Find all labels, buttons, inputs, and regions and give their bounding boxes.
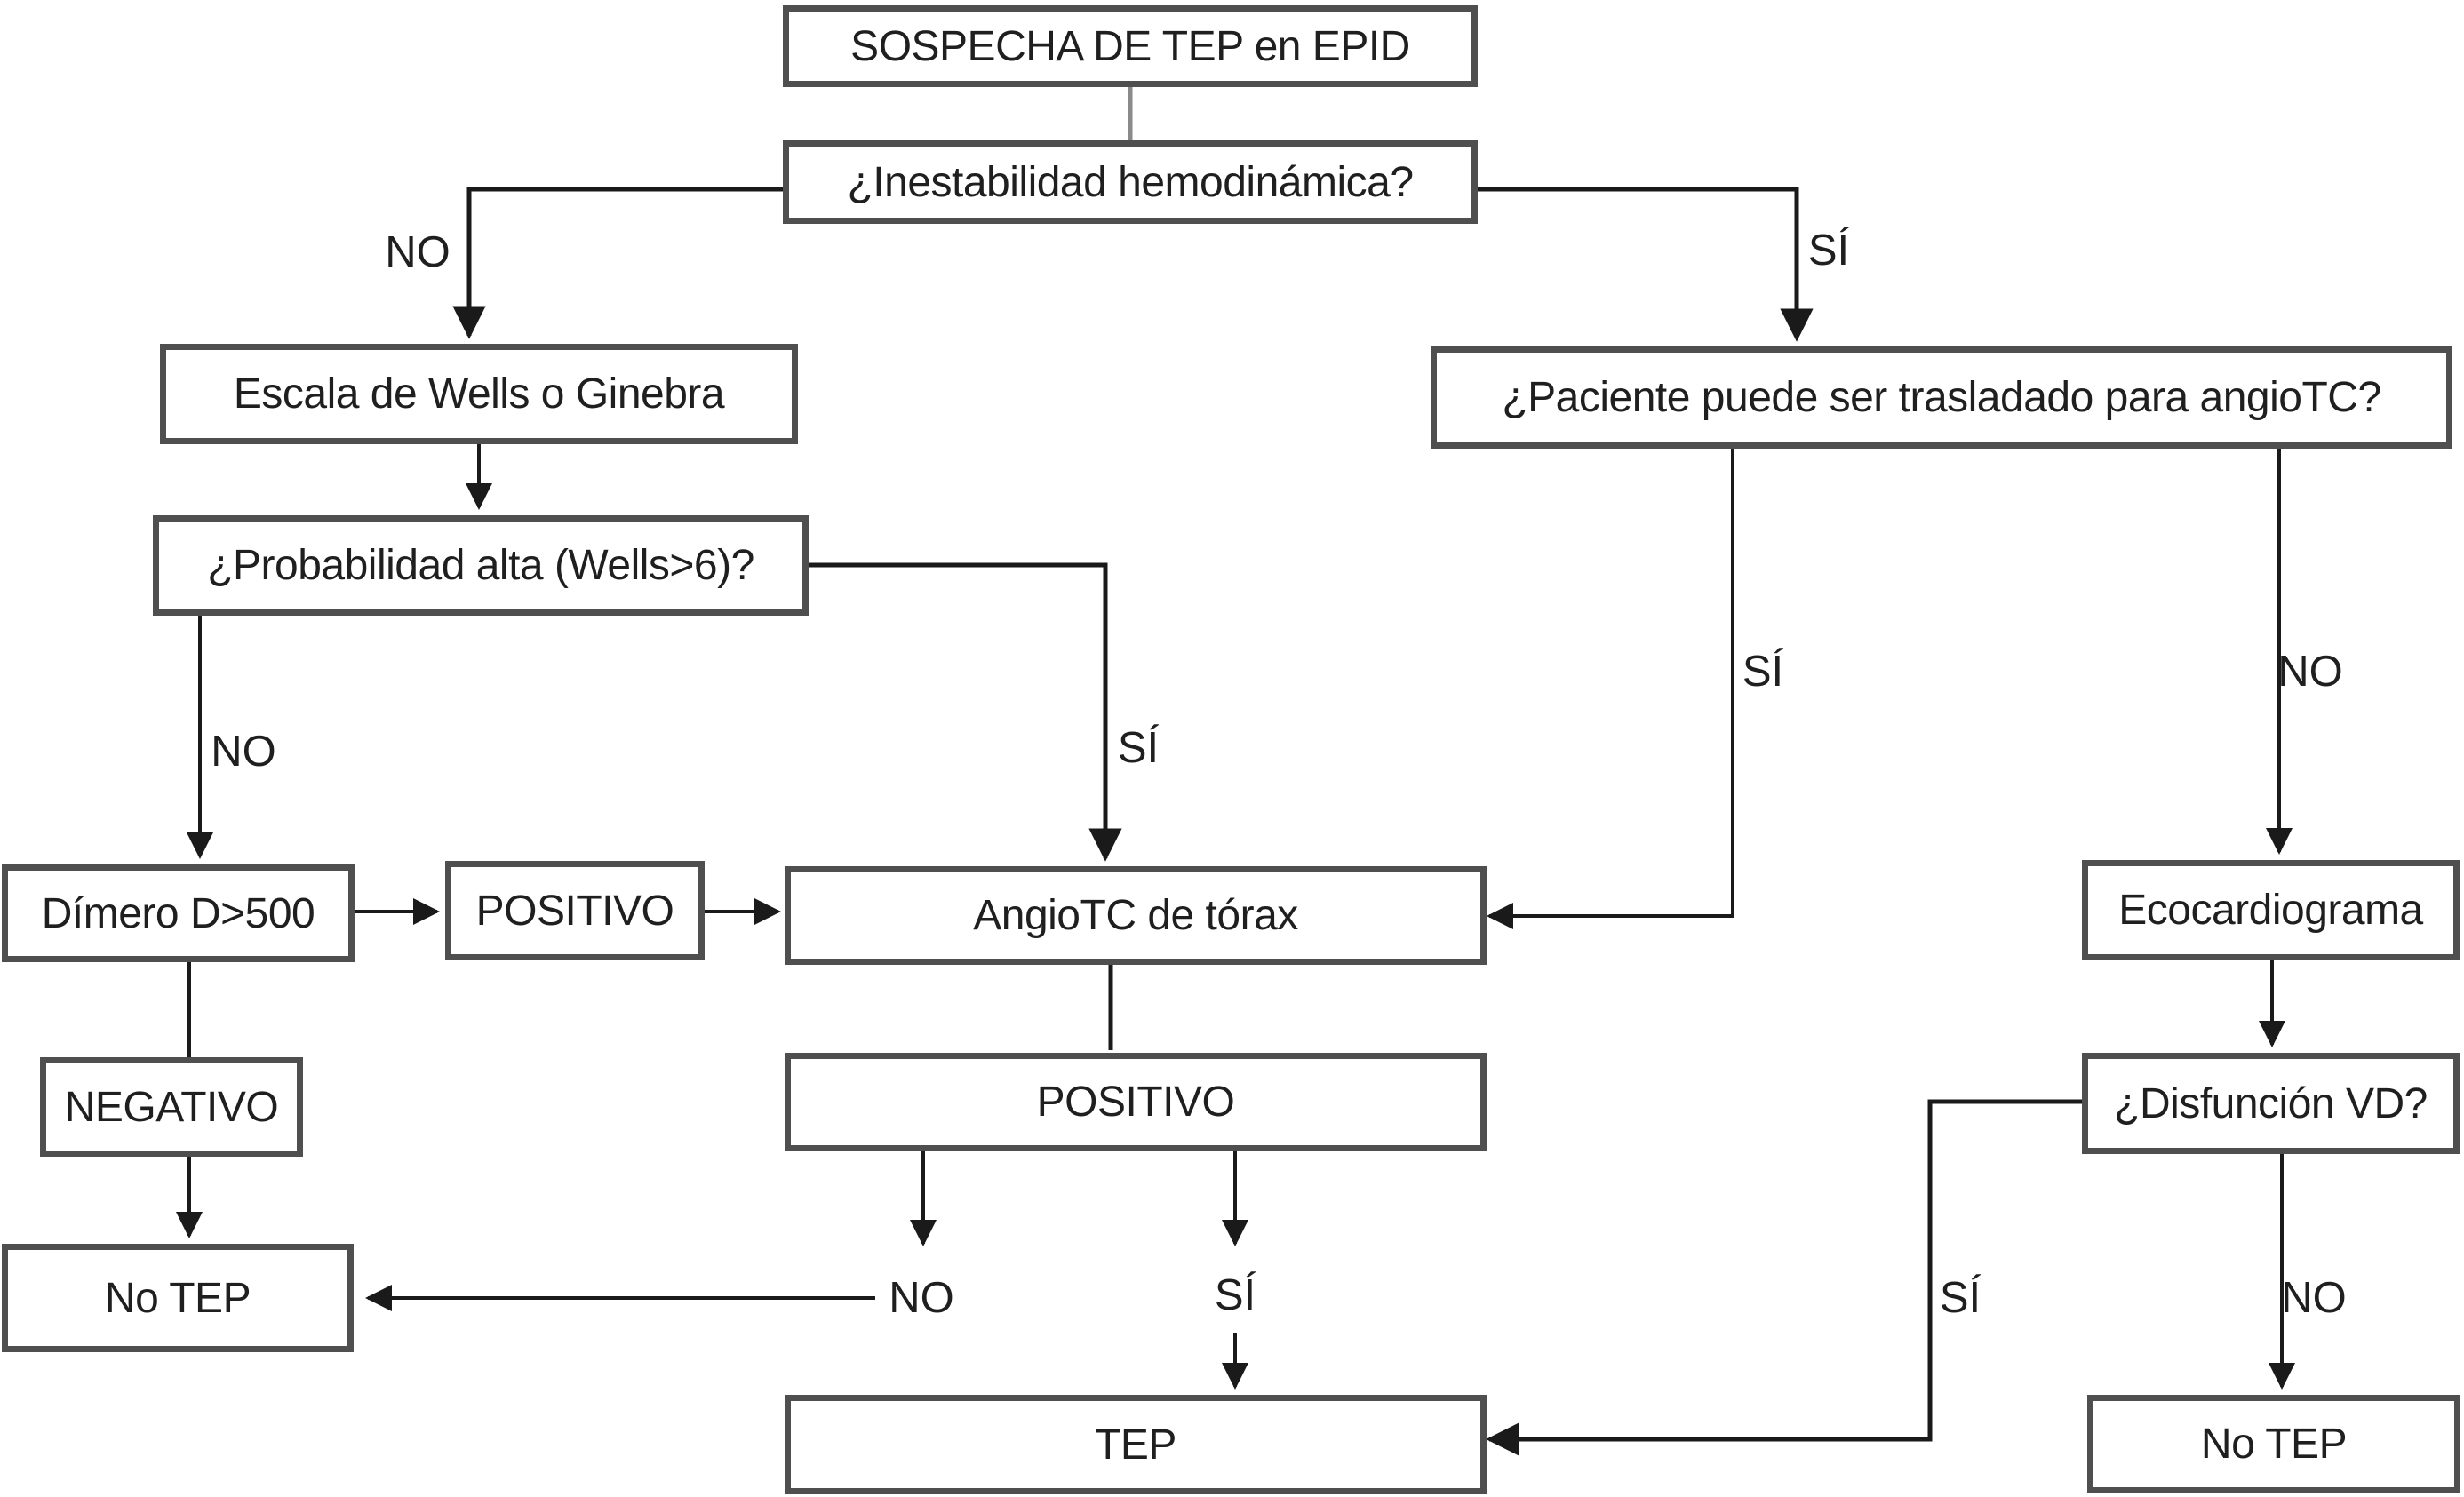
edge-probabilidad-si-angiotc [809,562,1122,862]
node-sospecha-tep: SOSPECHA DE TEP en EPID [783,5,1478,87]
node-probabilidad-alta: ¿Probabilidad alta (Wells>6)? [153,515,809,616]
edge-label-si-angiotc: SÍ [1214,1271,1256,1319]
node-dimero-d500: Dímero D>500 [2,864,355,962]
edge-disfuncion-si-tep [1486,1099,2082,1456]
edge-label-no-probabilidad: NO [211,728,276,776]
edge-inestabilidad-no-escala [452,187,783,339]
edge-label-no-trasladado: NO [2277,648,2343,696]
node-disfuncion-vd: ¿Disfunción VD? [2082,1053,2460,1154]
edge-label-si-disfuncion: SÍ [1939,1274,1982,1322]
node-escala-wells-ginebra: Escala de Wells o Ginebra [160,344,798,444]
edge-trasladado-si-angiotc [1487,449,1734,929]
node-no-tep-izquierda: No TEP [2,1244,354,1352]
edge-inestabilidad-si-trasladado [1478,187,1814,342]
node-inestabilidad-hemodinamica: ¿Inestabilidad hemodinámica? [783,140,1478,224]
node-negativo-dimero: NEGATIVO [40,1057,303,1157]
edge-label-no-disfuncion: NO [2281,1274,2347,1322]
edge-label-no-angiotc: NO [889,1274,954,1322]
node-paciente-trasladado: ¿Paciente puede ser trasladado para angi… [1431,346,2452,449]
node-positivo-dimero: POSITIVO [445,861,705,960]
edge-label-no-inestabilidad: NO [385,228,451,276]
node-no-tep-derecha: No TEP [2087,1395,2460,1493]
edge-label-si-probabilidad: SÍ [1117,724,1160,772]
node-angiotc-torax: AngioTC de tórax [785,866,1487,965]
edge-label-si-trasladado: SÍ [1742,648,1784,696]
node-ecocardiograma: Ecocardiograma [2082,860,2460,960]
node-tep: TEP [785,1395,1487,1494]
node-positivo-angiotc: POSITIVO [785,1053,1487,1151]
edge-label-si-inestabilidad: SÍ [1807,227,1850,275]
